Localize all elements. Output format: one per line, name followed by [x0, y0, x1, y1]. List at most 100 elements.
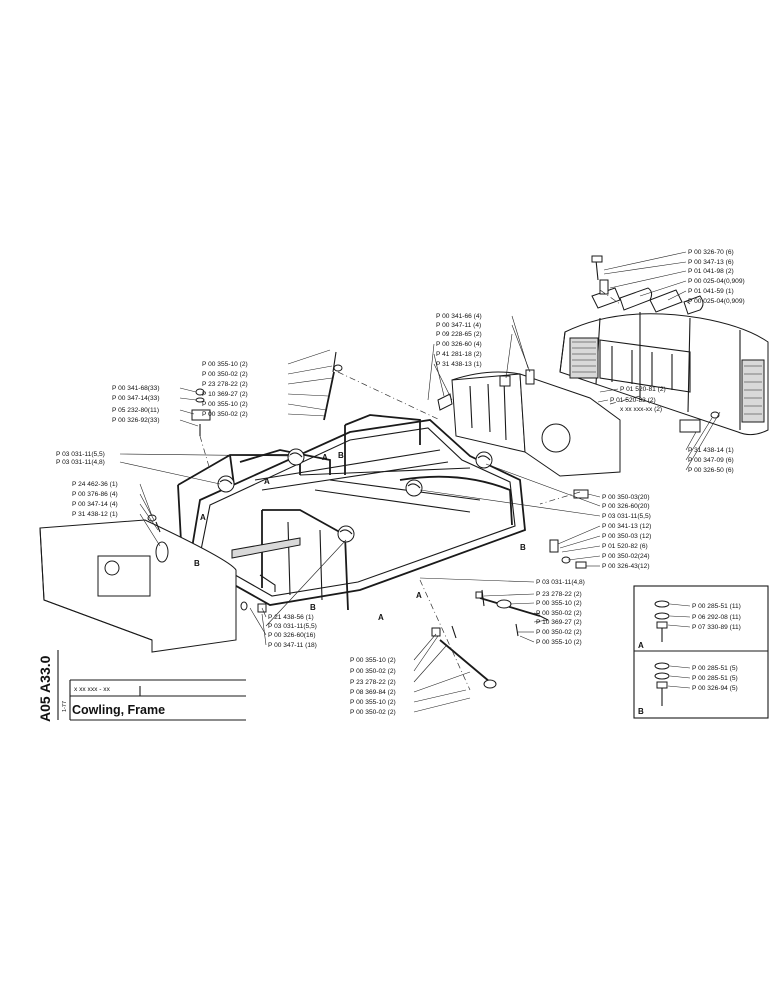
callout-text: P 00 326-50 (6) — [688, 467, 734, 474]
callout-text: P 00 355-10 (2) — [202, 361, 248, 368]
callout-text: P 00 350-02 (2) — [536, 610, 582, 617]
callout-text: P 00 347-14(33) — [112, 395, 160, 402]
callout-text: P 00 355-10 (2) — [536, 639, 582, 646]
callout-text: P 31 438-12 (1) — [72, 511, 118, 518]
marker-a: A — [264, 477, 270, 486]
callout-text: P 00 341-13 (12) — [602, 523, 651, 530]
detail-markers: A A A B B B B A A A B — [194, 451, 644, 716]
marker-b: B — [520, 543, 526, 552]
callout-text: P 00 347-11 (4) — [436, 322, 481, 329]
callout-text: P 23 278-22 (2) — [536, 591, 582, 598]
marker-b: B — [310, 603, 316, 612]
callout-right-lower: P 03 031-11(4,8) P 23 278-22 (2) P 00 35… — [536, 579, 585, 646]
callout-text: P 00 355-10 (2) — [350, 699, 396, 706]
callout-text: P 00 326-60(20) — [602, 503, 650, 510]
callout-text: P 00 326-43(12) — [602, 563, 650, 570]
callout-text: P 24 462-36 (1) — [72, 481, 118, 488]
callout-text: P 23 278-22 (2) — [350, 679, 396, 686]
callout-text: P 23 278-22 (2) — [202, 381, 248, 388]
leader-lines — [119, 251, 721, 713]
callout-top-right: P 00 326-70 (6) P 00 347-13 (6) P 01 041… — [688, 249, 745, 305]
rear-cowling — [559, 312, 769, 436]
drawing-date: 1-77 — [62, 701, 68, 712]
callout-text: P 00 341-66 (4) — [436, 313, 482, 320]
callout-text: P 03 031-11(4,8) — [56, 459, 105, 466]
callout-text: P 00 341-68(33) — [112, 385, 160, 392]
callout-text: P 01 041-98 (2) — [688, 268, 734, 275]
callout-text: P 00 347-13 (6) — [688, 259, 734, 266]
callout-text: P 00 350-03 (12) — [602, 533, 651, 540]
callout-text: P 00 350-02 (2) — [350, 668, 396, 675]
callout-right-middle: P 00 350-03(20) P 00 326-60(20) P 03 031… — [602, 494, 651, 570]
callout-text: P 00 355-10 (2) — [202, 401, 248, 408]
callout-text: P 00 347-14 (4) — [72, 501, 118, 508]
callout-text: P 00 285-51 (5) — [692, 665, 738, 672]
marker-b: B — [338, 451, 344, 460]
detail-boxes — [633, 585, 769, 719]
callout-text: P 10 369-27 (2) — [536, 619, 582, 626]
callout-text: P 21 438-56 (1) — [268, 614, 314, 621]
callout-text: P 31 438-14 (1) — [688, 447, 734, 454]
callout-right-side-b: P 31 438-14 (1) P 00 347-09 (6) P 00 326… — [688, 447, 734, 474]
callout-top-middle: P 00 341-66 (4) P 00 347-11 (4) P 09 228… — [436, 313, 482, 368]
callout-lower-strut: P 00 355-10 (2) P 00 350-02 (2) P 23 278… — [350, 657, 396, 716]
hinge-assembly — [591, 255, 704, 315]
front-cowling-panel — [451, 371, 621, 477]
callout-text: x xx xxx-xx (2) — [620, 406, 662, 413]
detail-label-b: B — [638, 707, 644, 716]
callout-text: P 05 232-80(11) — [112, 407, 159, 414]
callout-text: P 00 326-92(33) — [112, 417, 160, 424]
callout-text: P 00 326-70 (6) — [688, 249, 734, 256]
assembly-guide-lines — [199, 289, 641, 691]
callout-text: P 00 350-02 (2) — [202, 371, 248, 378]
frame-detail-circles — [217, 448, 493, 543]
callout-upper-left-strut: P 00 355-10 (2) P 00 350-02 (2) P 23 278… — [202, 361, 248, 418]
marker-a: A — [200, 513, 206, 522]
callout-text: P 01 520-83 (2) — [610, 397, 656, 404]
callout-left-frame: P 03 031-11(5,5) P 03 031-11(4,8) — [56, 451, 105, 466]
callout-detail-b: P 00 285-51 (5) P 00 285-51 (5) P 00 326… — [692, 665, 738, 692]
callout-text: P 00 355-10 (2) — [536, 600, 582, 607]
marker-b: B — [194, 559, 200, 568]
callout-left-plate: P 00 341-68(33) P 00 347-14(33) P 05 232… — [112, 385, 160, 424]
marker-a: A — [416, 591, 422, 600]
callout-text: P 00 350-02 (2) — [536, 629, 582, 636]
callout-text: P 00 350-03(20) — [602, 494, 650, 501]
callout-text: P 08 369-84 (2) — [350, 689, 396, 696]
drawing-code-vertical: A05 A33.0 — [37, 655, 53, 722]
callout-right-side-a: P 01 520-81 (2) P 01 520-83 (2) x xx xxx… — [610, 386, 666, 413]
callout-text: P 00 350-02 (2) — [202, 411, 248, 418]
callout-text: P 01 041-59 (1) — [688, 288, 734, 295]
callout-text: P 00 376-86 (4) — [72, 491, 118, 498]
drawing-title: Cowling, Frame — [72, 703, 165, 717]
callout-left-panel: P 24 462-36 (1) P 00 376-86 (4) P 00 347… — [72, 481, 118, 518]
callout-text: P 03 031-11(5,5) — [56, 451, 105, 458]
callout-text: P 00 326-60 (4) — [436, 341, 482, 348]
callout-text: P 10 369-27 (2) — [202, 391, 248, 398]
callout-text: P 00 326-94 (5) — [692, 685, 738, 692]
callout-text: P 03 031-11(5,5) — [268, 623, 317, 630]
marker-a: A — [378, 613, 384, 622]
callout-text: P 01 520-81 (2) — [620, 386, 666, 393]
callout-text: P 01 520-82 (6) — [602, 543, 648, 550]
callout-text: P 00 347-11 (18) — [268, 642, 317, 649]
callout-text: P 00 285-51 (11) — [692, 603, 741, 610]
callout-bottom-center: P 21 438-56 (1) P 03 031-11(5,5) P 00 32… — [268, 614, 317, 649]
callout-text: P 09 228-65 (2) — [436, 331, 482, 338]
callout-text: P 00 350-02 (2) — [350, 709, 396, 716]
callout-text: P 00 025-04(0,909) — [688, 298, 745, 305]
callout-text: P 03 031-11(5,5) — [602, 513, 651, 520]
callout-text: P 41 281-18 (2) — [436, 351, 482, 358]
part-number-mask: x xx xxx - xx — [74, 686, 111, 693]
callout-text: P 00 347-09 (6) — [688, 457, 734, 464]
gas-struts — [323, 351, 549, 689]
callout-text: P 00 355-10 (2) — [350, 657, 396, 664]
callout-text: P 00 025-04(0,909) — [688, 278, 745, 285]
marker-a: A — [322, 453, 328, 462]
callout-text: P 03 031-11(4,8) — [536, 579, 585, 586]
callout-text: P 00 326-60(16) — [268, 632, 316, 639]
detail-label-a: A — [638, 641, 644, 650]
callout-text: P 07 330-89 (11) — [692, 624, 741, 631]
callout-text: P 00 350-02(24) — [602, 553, 650, 560]
